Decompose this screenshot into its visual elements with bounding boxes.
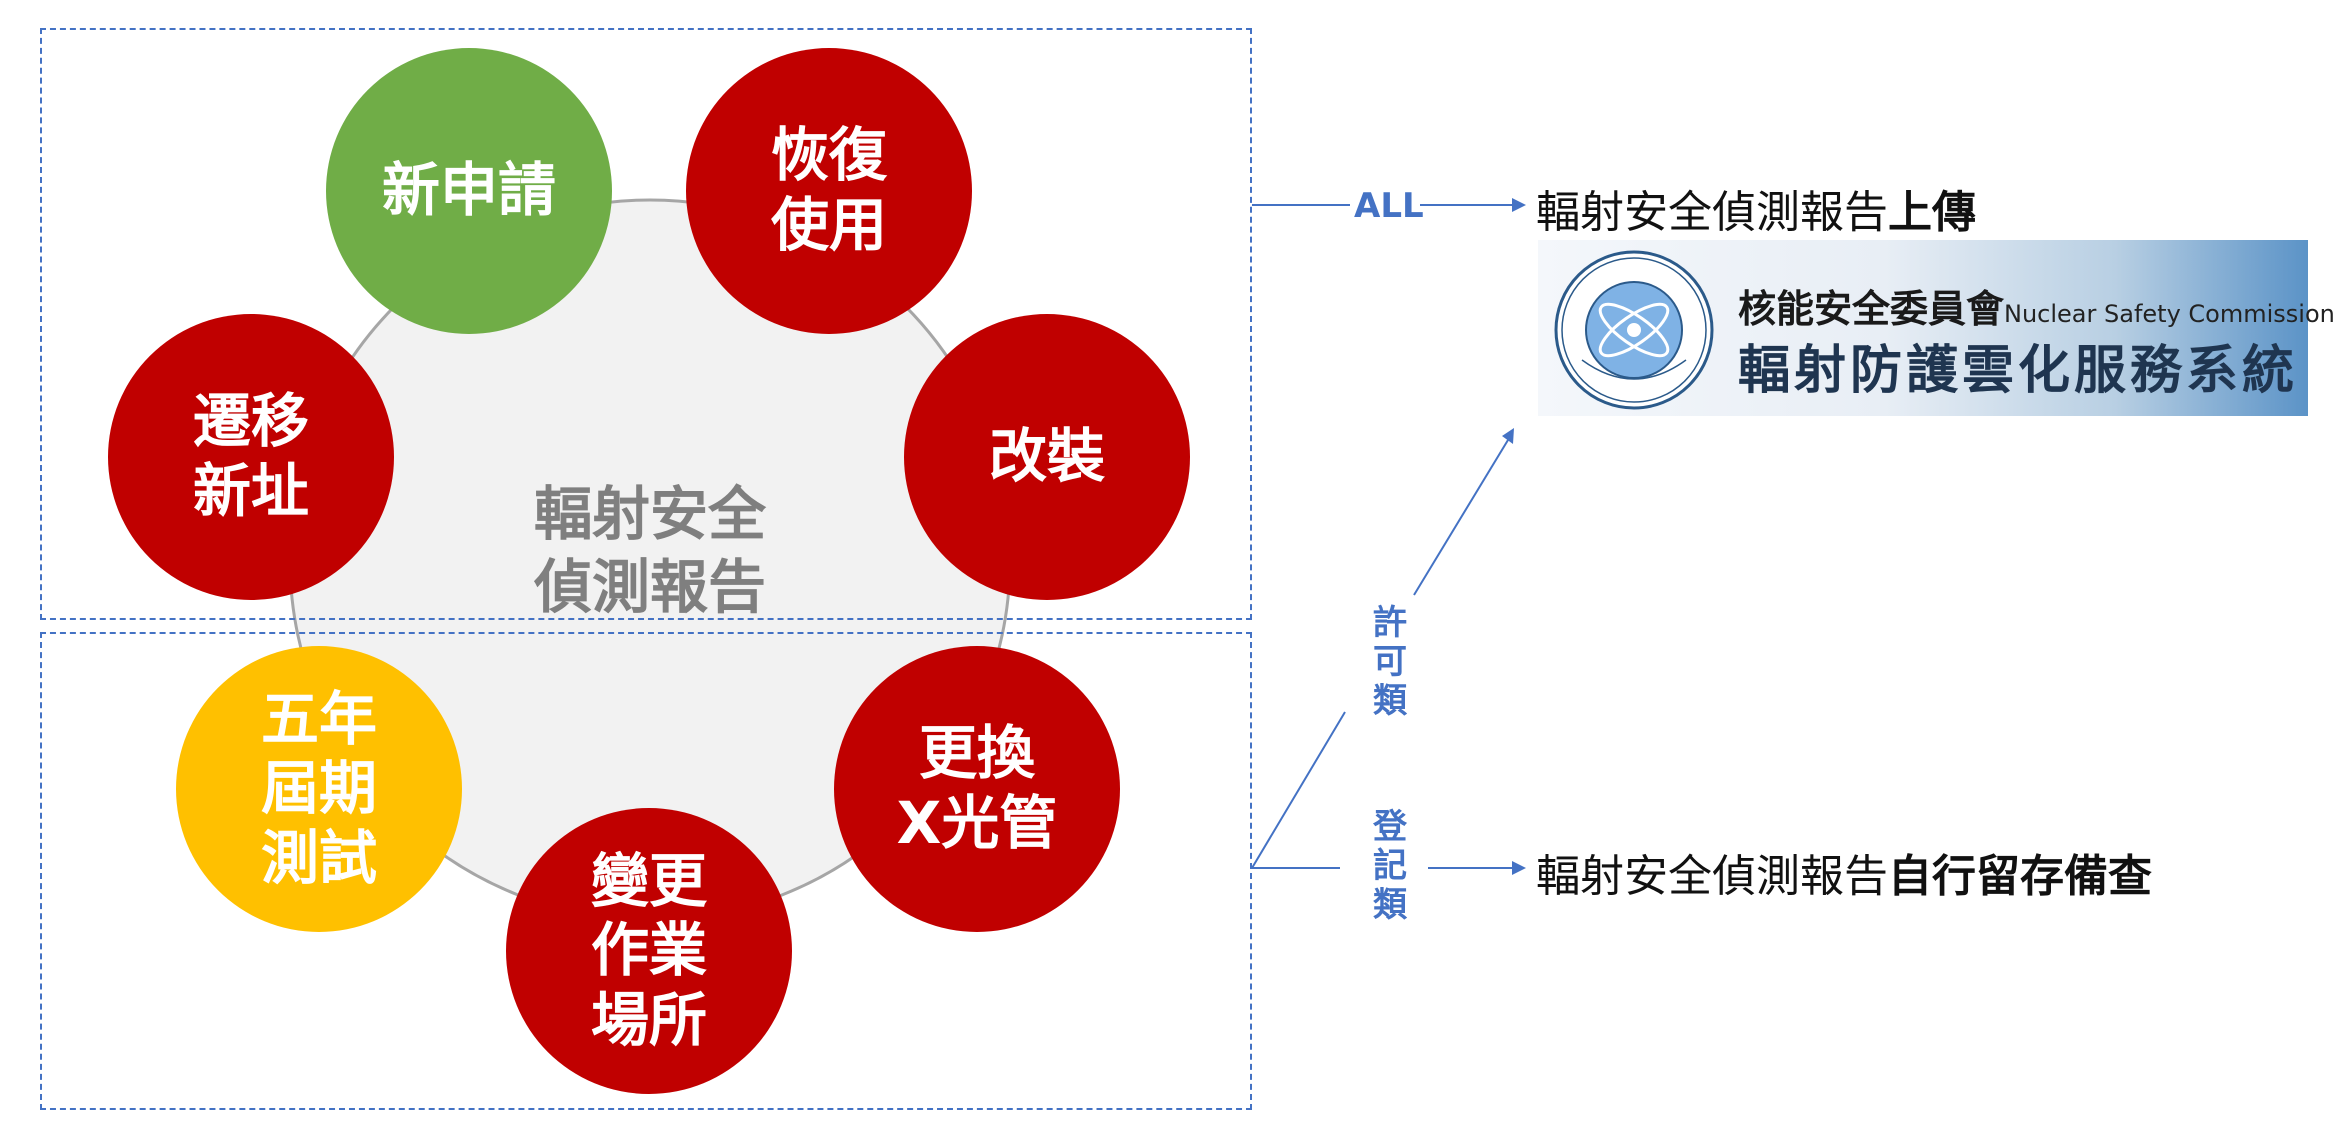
permit-arrowhead [1502,428,1514,444]
bottom-group-box [40,632,1252,1110]
node-change-work-site-label: 變更 作業 場所 [590,846,707,1054]
all-label: ALL [1354,186,1424,226]
node-relocation-label: 遷移 新址 [192,387,309,525]
all-arrowhead [1512,198,1526,212]
node-replace-xray-tube: 更換 X光管 [834,646,1120,932]
upload-destination: 輻射安全偵測報告上傳 [1536,176,1976,240]
permit-branch-upper [1413,439,1509,596]
node-relocation: 遷移 新址 [108,314,394,600]
node-modification-label: 改裝 [988,422,1105,491]
node-resume-use-label: 恢復 使用 [770,121,887,259]
node-new-application: 新申請 [326,48,612,334]
upload-destination-emphasis: 上傳 [1888,187,1976,238]
node-new-application-label: 新申請 [381,156,556,225]
permit-label: 許 可 類 [1373,603,1407,722]
node-resume-use: 恢復 使用 [686,48,972,334]
retain-destination-emphasis: 自行留存備查 [1888,851,2152,902]
center-label: 輻射安全 偵測報告 [533,480,766,621]
banner-org-name-en: Nuclear Safety Commission [2004,300,2335,328]
retain-destination-prefix: 輻射安全偵測報告 [1536,851,1888,902]
node-change-work-site: 變更 作業 場所 [506,808,792,1094]
banner-org-name: 核能安全委員會Nuclear Safety Commission [1738,278,2335,333]
system-banner: 核能安全委員會Nuclear Safety Commission 輻射防護雲化服… [1538,240,2335,416]
banner-org-name-zh: 核能安全委員會 [1738,287,2005,331]
node-five-year-test: 五年 屆期 測試 [176,646,462,932]
retain-destination: 輻射安全偵測報告自行留存備查 [1536,840,2152,904]
top-group-box [40,28,1252,620]
upload-destination-prefix: 輻射安全偵測報告 [1536,187,1888,238]
nsc-seal-logo [1554,250,1714,410]
banner-system-name: 輻射防護雲化服務系統 [1738,341,2299,401]
node-modification: 改裝 [904,314,1190,600]
register-arrowhead [1512,861,1526,875]
node-five-year-test-label: 五年 屆期 測試 [260,684,377,892]
permit-branch-lower [1251,711,1346,869]
register-label: 登 記 類 [1373,807,1407,926]
node-replace-xray-tube-label: 更換 X光管 [896,719,1058,857]
